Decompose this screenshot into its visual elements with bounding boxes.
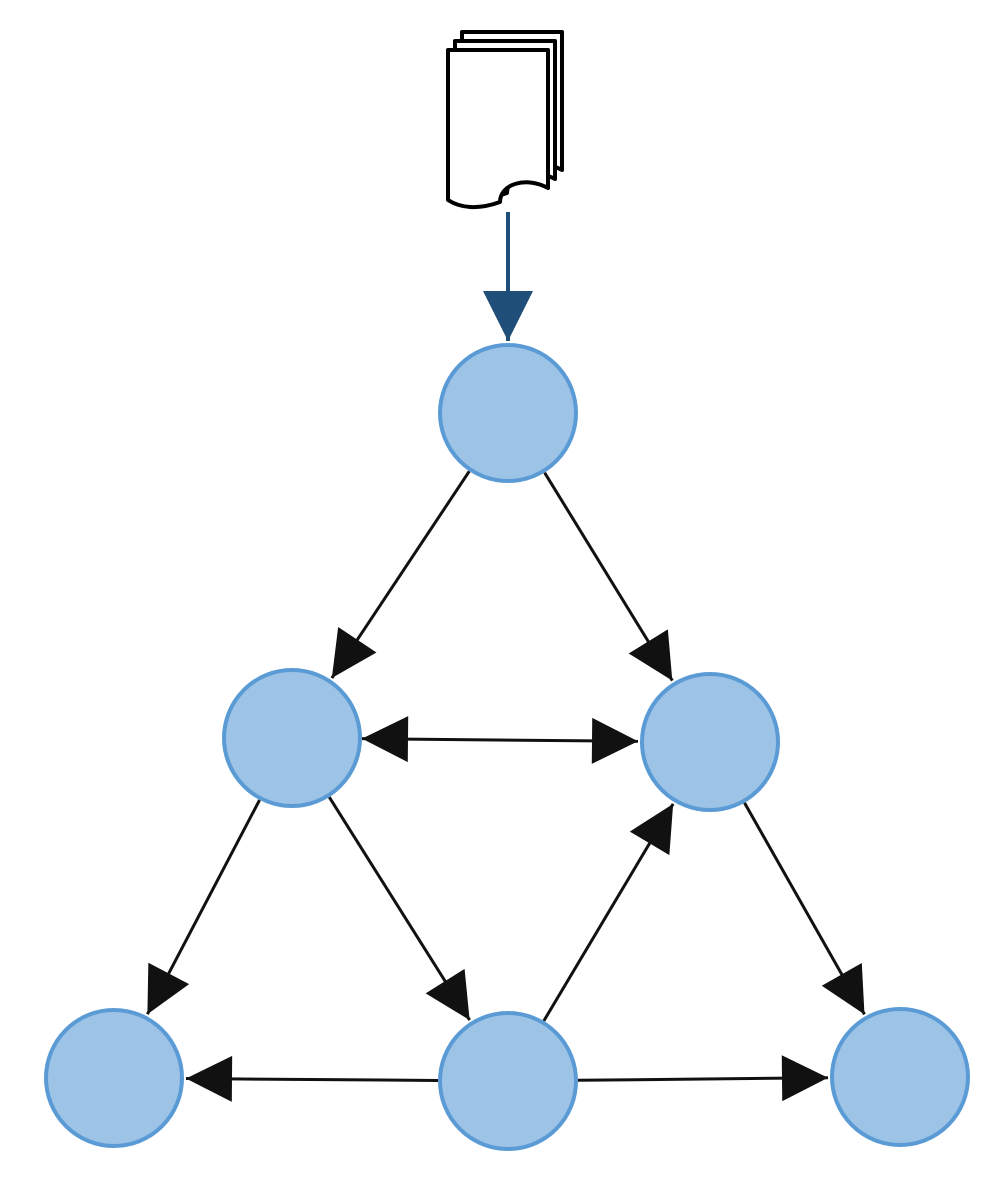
node-n4 xyxy=(44,1008,184,1148)
nodes xyxy=(44,343,970,1151)
node-n5 xyxy=(438,1011,578,1151)
node-n6 xyxy=(830,1007,970,1147)
edge-n2-n3 xyxy=(361,716,639,764)
edge-n3-n6 xyxy=(743,802,866,1016)
edge-n5-n6 xyxy=(577,1055,829,1102)
edge-n1-n3 xyxy=(543,471,674,682)
edge-n1-n2 xyxy=(330,470,471,679)
edge-n2-n4 xyxy=(146,799,261,1015)
edge-n5-n4 xyxy=(185,1055,439,1102)
edge-n2-n5 xyxy=(328,796,471,1021)
document-stack-icon xyxy=(446,30,564,209)
node-n3 xyxy=(640,672,780,812)
edges xyxy=(146,212,866,1102)
edge-n5-n3 xyxy=(542,803,675,1022)
node-n2 xyxy=(222,668,362,808)
node-n1 xyxy=(438,343,578,483)
